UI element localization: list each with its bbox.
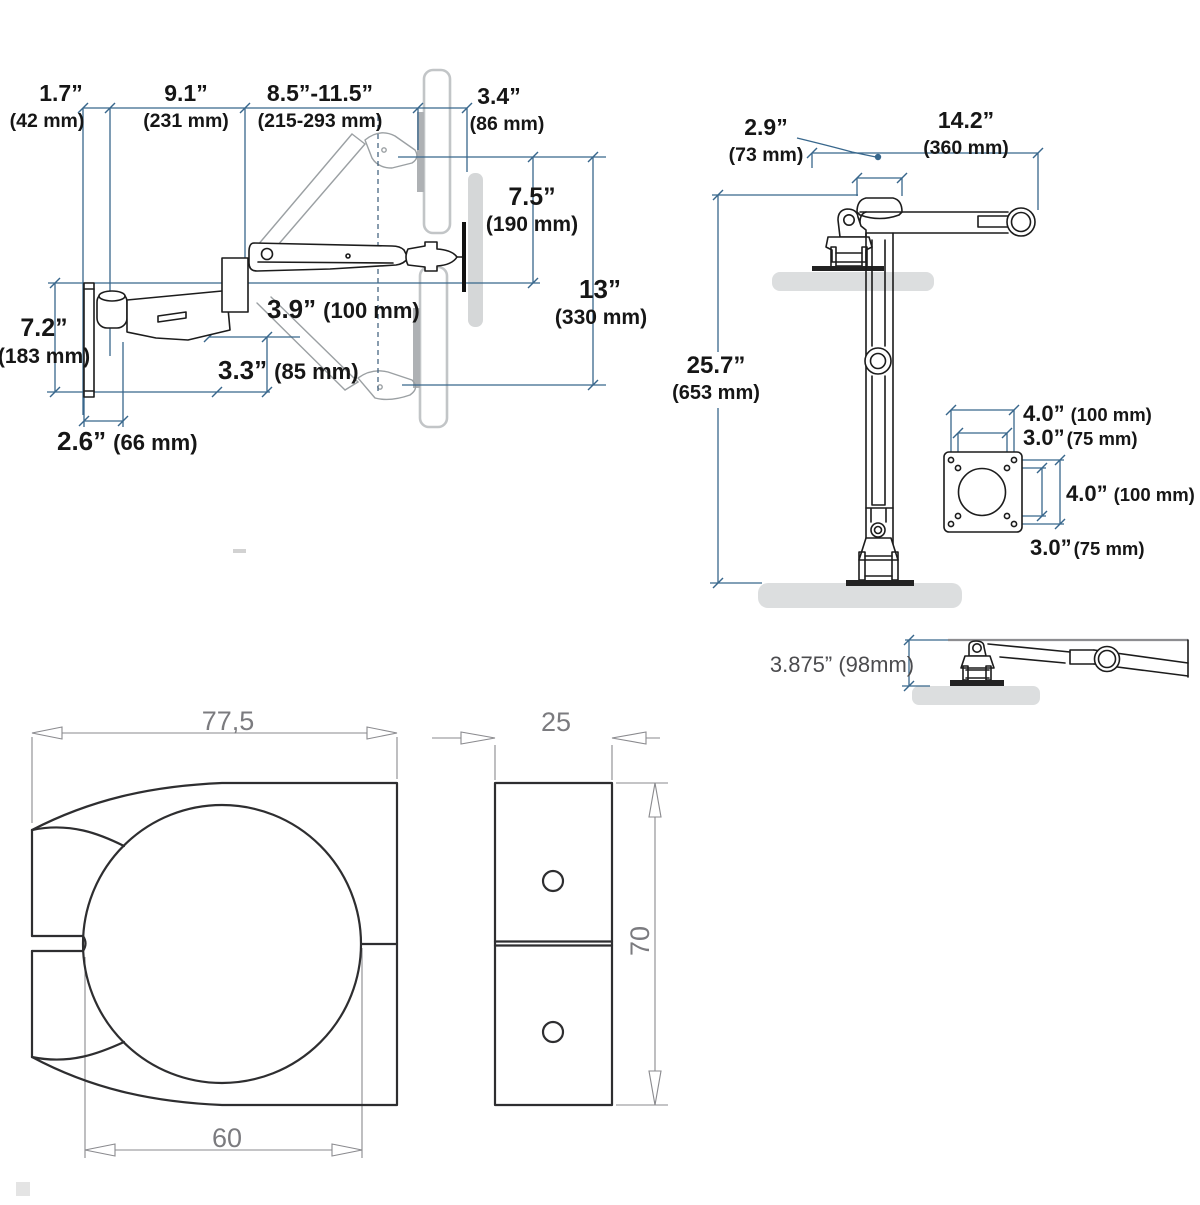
dim-total-range-in: 13” bbox=[579, 274, 621, 304]
folded-dimensions bbox=[902, 634, 948, 692]
dim-raise-mm: (190 mm) bbox=[486, 213, 578, 236]
dim-total-range-mm: (330 mm) bbox=[555, 306, 647, 329]
folded-clamp-foot bbox=[950, 680, 1004, 686]
dim-cap-in: 2.9” bbox=[744, 114, 787, 140]
vesa-height-75: 3.0”(75 mm) bbox=[1030, 535, 1145, 560]
lower-clamp-foot bbox=[846, 580, 914, 586]
arm-riser bbox=[221, 257, 249, 313]
dim-clamp-width: 25 bbox=[541, 707, 571, 737]
dim-lower: 3.3”(85 mm) bbox=[218, 355, 359, 385]
vesa-plate-side bbox=[462, 222, 466, 292]
dim-clamp-bore: 60 bbox=[212, 1123, 242, 1153]
vesa-plate-detail: 4.0”(100 mm) 3.0”(75 mm) 4.0”(100 mm) 3.… bbox=[943, 401, 1195, 560]
dim-plate-height-in: 7.2” bbox=[20, 314, 67, 342]
wall-arm-diagram: 1.7” (42 mm) 9.1” (231 mm) 8.5”-11.5” (2… bbox=[0, 68, 647, 553]
ghost-monitor-top bbox=[417, 68, 452, 235]
pole-drawing bbox=[812, 197, 1036, 586]
vesa-plate bbox=[943, 451, 1023, 533]
dim-folded-in: 3.4” bbox=[477, 83, 520, 109]
clamp-top-drawing bbox=[30, 781, 399, 1107]
dim-cap-mm: (73 mm) bbox=[729, 144, 804, 166]
upper-clamp-body bbox=[825, 236, 873, 263]
desk-pole-dimensions bbox=[710, 137, 1044, 589]
dim-folded-profile: 3.875” (98mm) bbox=[770, 652, 914, 677]
dim-wall-offset-mm: (42 mm) bbox=[10, 110, 85, 132]
dim-arm-mm: (360 mm) bbox=[923, 137, 1009, 159]
ghost-arm-up bbox=[256, 132, 418, 254]
clamp-top-dimensions bbox=[31, 726, 398, 1158]
desk-surface-lower bbox=[758, 583, 962, 608]
vesa-width-100: 4.0”(100 mm) bbox=[1023, 401, 1152, 426]
clamp-hole-bottom bbox=[541, 1020, 565, 1044]
dim-pole-mm: (653 mm) bbox=[672, 382, 760, 404]
ghost-arm-down bbox=[256, 296, 417, 401]
vesa-plate-drawing bbox=[943, 451, 1023, 533]
dim-raise-in: 7.5” bbox=[508, 183, 555, 211]
corner-artifact bbox=[16, 1182, 30, 1196]
monitor-cap bbox=[856, 197, 903, 220]
clamp-side-view: 25 70 bbox=[432, 707, 668, 1107]
vesa-center-bore bbox=[957, 467, 1007, 517]
dim-arm-span-mm: (231 mm) bbox=[143, 110, 229, 132]
vesa-width-75: 3.0”(75 mm) bbox=[1023, 425, 1138, 450]
leader-dot bbox=[874, 153, 882, 161]
dim-folded-mm: (86 mm) bbox=[470, 113, 545, 135]
stray-dash bbox=[233, 549, 246, 553]
folded-arm-drawing bbox=[950, 639, 1189, 686]
dim-clamp-outer: 77,5 bbox=[202, 706, 255, 736]
tilt-head bbox=[405, 241, 458, 272]
dim-arm-in: 14.2” bbox=[938, 107, 994, 133]
lower-arm-beam bbox=[126, 290, 231, 341]
ghost-monitor-bottom bbox=[413, 265, 449, 429]
desk-surface-upper bbox=[772, 272, 934, 291]
upper-clamp-foot bbox=[812, 266, 884, 271]
dim-plate-height-mm: (183 mm) bbox=[0, 345, 90, 368]
dim-plate-depth: 2.6”(66 mm) bbox=[57, 426, 198, 456]
vesa-height-100: 4.0”(100 mm) bbox=[1066, 481, 1195, 506]
clamp-side-drawing bbox=[493, 781, 614, 1107]
dim-pole-in: 25.7” bbox=[687, 352, 746, 379]
dim-wall-offset-in: 1.7” bbox=[39, 80, 82, 106]
wall-bracket bbox=[83, 282, 95, 398]
dim-clamp-height: 70 bbox=[625, 926, 655, 956]
clamp-side-dimensions bbox=[432, 731, 668, 1106]
clamp-top-view: 77,5 60 bbox=[30, 706, 399, 1158]
desk-pole-diagram: 2.9” (73 mm) 14.2” (360 mm) 25.7” (653 m… bbox=[672, 107, 1044, 608]
dim-height-range-in: 8.5”-11.5” bbox=[267, 80, 373, 106]
monitor-silhouette bbox=[468, 173, 483, 327]
folded-arm-diagram: 3.875” (98mm) bbox=[770, 634, 1189, 705]
clamp-hole-top bbox=[541, 869, 565, 893]
wall-arm-drawing bbox=[83, 222, 466, 398]
dim-height-range-mm: (215-293 mm) bbox=[258, 110, 383, 132]
dim-arm-span-in: 9.1” bbox=[164, 80, 207, 106]
desk-surface-folded bbox=[912, 686, 1040, 705]
dim-vesa-offset: 3.9”(100 mm) bbox=[267, 294, 420, 324]
clamp-bore bbox=[81, 803, 363, 1085]
upper-arm bbox=[248, 242, 409, 272]
